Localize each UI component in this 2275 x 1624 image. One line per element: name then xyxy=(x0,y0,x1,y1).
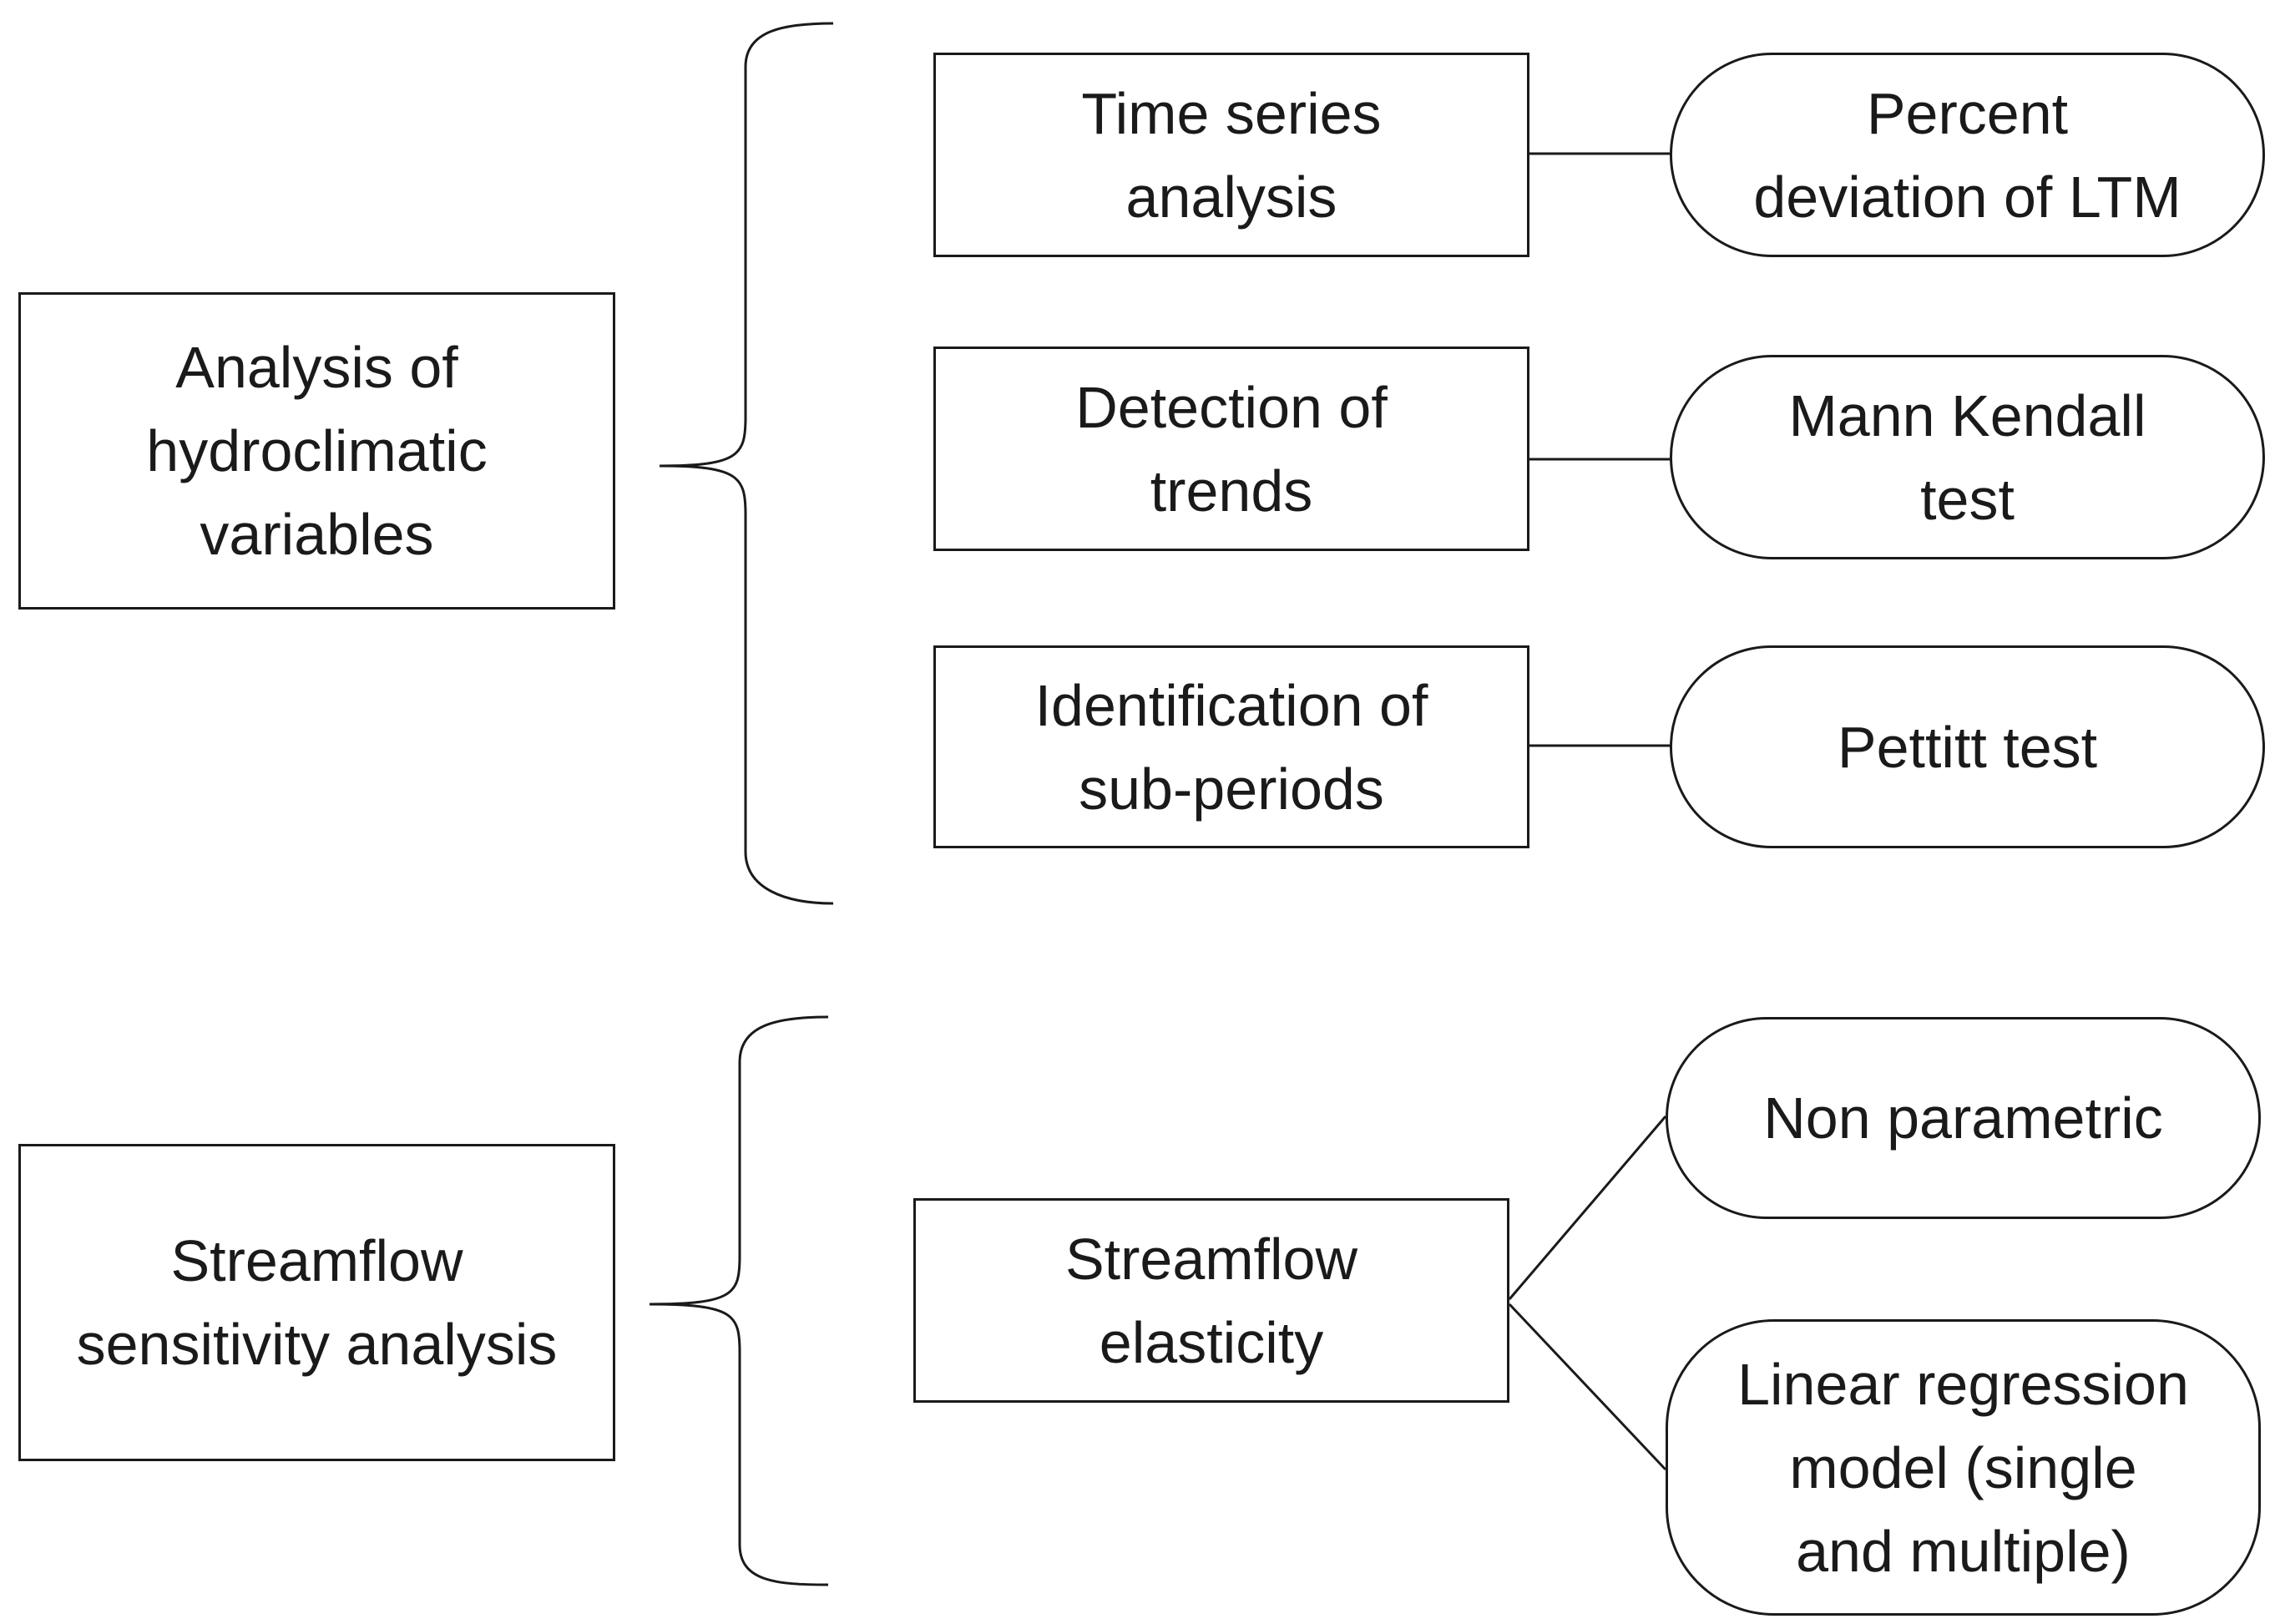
upper-curly-brace xyxy=(659,22,834,905)
percent-deviation-pill: Percent deviation of LTM xyxy=(1670,53,2265,257)
connector-non-parametric xyxy=(1508,1116,1667,1300)
identification-subperiods-box: Identification of sub-periods xyxy=(933,645,1529,848)
linear-regression-pill: Linear regression model (single and mult… xyxy=(1666,1319,2261,1616)
streamflow-elasticity-box: Streamflow elasticity xyxy=(913,1198,1509,1403)
mann-kendall-pill: Mann Kendall test xyxy=(1670,355,2265,559)
detection-trends-box: Detection of trends xyxy=(933,347,1529,551)
streamflow-sensitivity-box: Streamflow sensitivity analysis xyxy=(18,1144,615,1461)
time-series-label: Time series analysis xyxy=(1081,80,1382,230)
analysis-hydroclimatic-label: Analysis of hydroclimatic variables xyxy=(146,335,488,567)
pettitt-test-pill: Pettitt test xyxy=(1670,645,2265,848)
percent-deviation-label: Percent deviation of LTM xyxy=(1753,80,2181,230)
lower-curly-brace xyxy=(649,1015,829,1586)
non-parametric-label: Non parametric xyxy=(1763,1085,2163,1151)
connector-linear-regression xyxy=(1508,1303,1667,1471)
identification-subperiods-label: Identification of sub-periods xyxy=(1034,672,1428,822)
non-parametric-pill: Non parametric xyxy=(1666,1017,2261,1219)
time-series-box: Time series analysis xyxy=(933,53,1529,257)
analysis-hydroclimatic-box: Analysis of hydroclimatic variables xyxy=(18,292,615,610)
linear-regression-label: Linear regression model (single and mult… xyxy=(1737,1351,2189,1584)
pettitt-test-label: Pettitt test xyxy=(1837,714,2098,780)
mann-kendall-label: Mann Kendall test xyxy=(1788,382,2146,532)
streamflow-elasticity-label: Streamflow elasticity xyxy=(1064,1226,1358,1375)
streamflow-sensitivity-label: Streamflow sensitivity analysis xyxy=(76,1228,558,1377)
detection-trends-label: Detection of trends xyxy=(1075,374,1388,524)
